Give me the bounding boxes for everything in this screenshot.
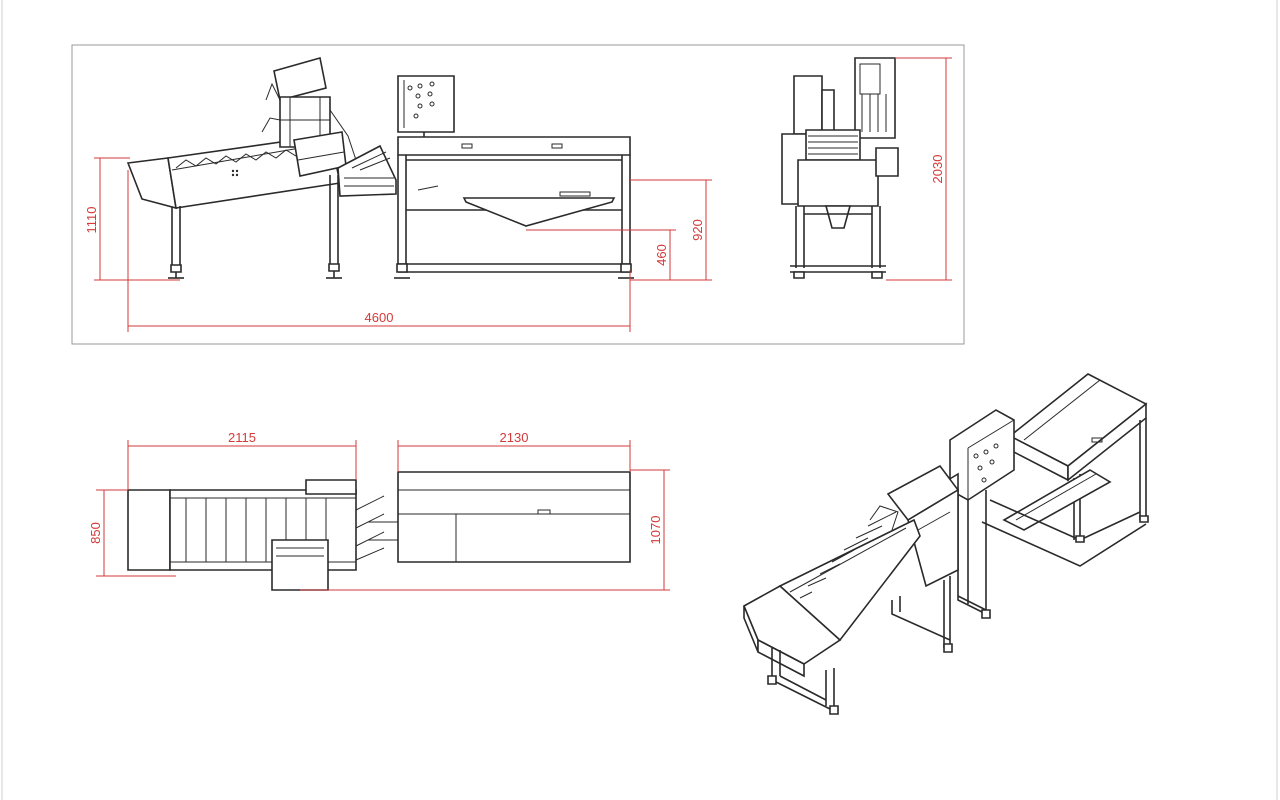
dim-side-table-height: 920 [690, 219, 705, 241]
dim-side-feeder-height: 1110 [84, 207, 99, 234]
dim-plan-feeder-width: 850 [88, 522, 103, 544]
plan-view: 2115 2130 850 1070 [88, 430, 670, 590]
dim-plan-feeder-length: 2115 [228, 430, 256, 445]
elevation-views-frame [72, 45, 964, 344]
isometric-view [744, 374, 1148, 714]
picking-head-cabinet [262, 58, 356, 278]
dim-plan-table-length: 2130 [500, 430, 529, 445]
dim-side-hopper-height: 460 [654, 244, 669, 266]
dim-end-total-height: 2030 [930, 155, 945, 184]
side-view-dimensions: 1110 4600 460 920 [84, 158, 712, 332]
side-elevation-view: 1110 4600 460 920 [84, 58, 712, 332]
dim-plan-table-width: 1070 [648, 516, 663, 545]
sorting-table [394, 137, 634, 278]
end-elevation-view: 2030 [782, 58, 952, 280]
control-cabinet [398, 76, 454, 137]
transfer-chute [338, 146, 396, 196]
dim-side-length: 4600 [365, 310, 394, 325]
